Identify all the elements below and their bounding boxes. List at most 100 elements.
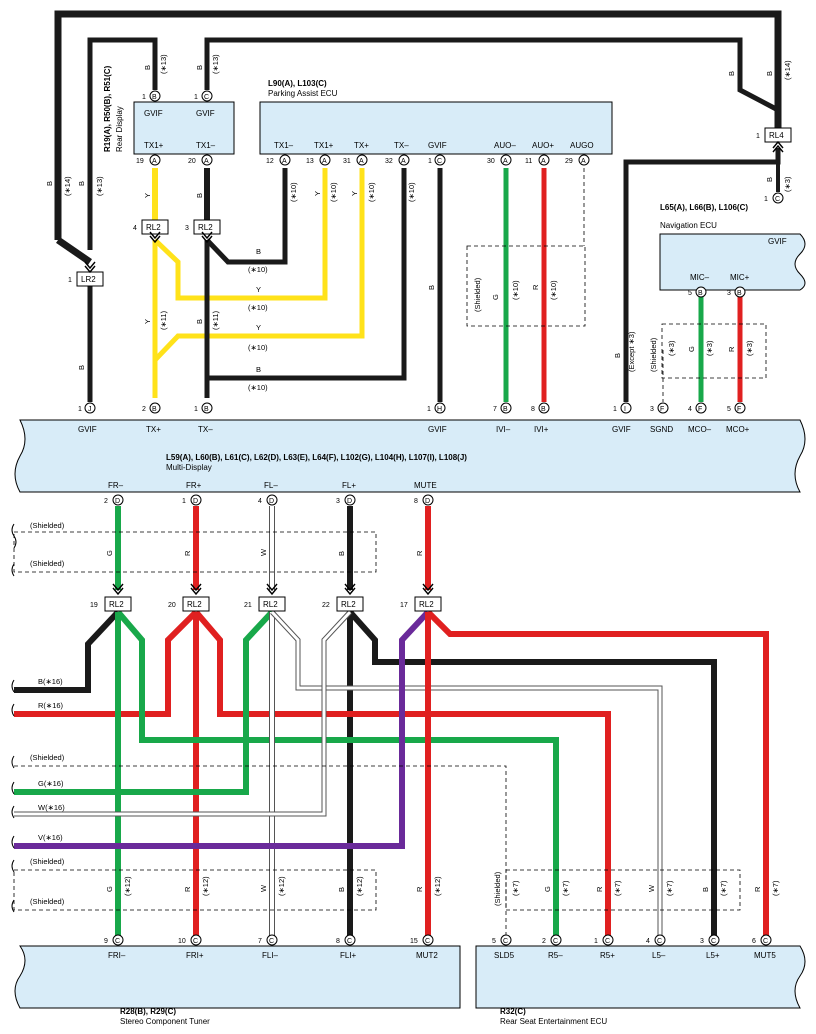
svg-text:19: 19 — [136, 158, 144, 165]
svg-text:B: B — [541, 406, 546, 413]
connector-rl2-4 — [141, 219, 169, 235]
svg-text:H: H — [437, 406, 442, 413]
stereo-tuner-label: Stereo Component Tuner — [120, 1017, 210, 1026]
wire-b-top-c — [204, 37, 780, 113]
svg-text:C: C — [115, 938, 120, 945]
pin-md-sgnd: SGND — [650, 425, 673, 434]
svg-text:R: R — [531, 284, 540, 290]
svg-text:15: 15 — [410, 938, 418, 945]
svg-text:(∗10): (∗10) — [329, 182, 338, 202]
wire-g-19-r5m — [115, 610, 559, 938]
svg-text:V(∗16): V(∗16) — [38, 833, 63, 842]
svg-text:B(∗16): B(∗16) — [38, 677, 63, 686]
connector-rl2-20 — [182, 596, 210, 612]
wires — [14, 10, 782, 938]
pin-st-flim: FLI– — [262, 951, 279, 960]
svg-text:2: 2 — [142, 406, 146, 413]
pin-md-gvif-i: GVIF — [612, 425, 631, 434]
svg-text:(Except ∗3): (Except ∗3) — [627, 331, 636, 372]
svg-text:5: 5 — [492, 938, 496, 945]
svg-text:(∗13): (∗13) — [95, 176, 104, 196]
svg-text:J: J — [88, 406, 92, 413]
svg-text:R(∗16): R(∗16) — [38, 701, 64, 710]
rear-display-name: R19(A), R50(B), R51(C) — [103, 65, 112, 152]
svg-text:1: 1 — [142, 94, 146, 101]
pin-md-txm: TX– — [198, 425, 213, 434]
svg-text:1: 1 — [182, 498, 186, 505]
svg-text:I: I — [624, 406, 626, 413]
svg-text:(∗10): (∗10) — [549, 280, 558, 300]
pin-rd-gvif-b: GVIF — [144, 109, 163, 118]
svg-text:G: G — [491, 294, 500, 300]
svg-text:R: R — [415, 886, 424, 892]
svg-text:RL2: RL2 — [263, 600, 278, 609]
pin-st-flip: FLI+ — [340, 951, 357, 960]
svg-text:(∗3): (∗3) — [705, 340, 714, 356]
connector-rl2-22 — [336, 596, 364, 612]
svg-text:C: C — [425, 938, 430, 945]
navigation-name: L65(A), L66(B), L106(C) — [660, 203, 748, 212]
svg-text:21: 21 — [244, 602, 252, 609]
svg-text:8: 8 — [531, 406, 535, 413]
svg-text:G: G — [687, 346, 696, 352]
wire-r-20-left — [14, 609, 199, 717]
parking-assist-name: L90(A), L103(C) — [268, 79, 327, 88]
pin-md-gvif-j: GVIF — [78, 425, 97, 434]
wire-b-22-l5p — [347, 610, 717, 938]
wire-r-20-r5p — [193, 610, 611, 938]
svg-text:Y: Y — [313, 191, 322, 196]
svg-text:B: B — [195, 319, 204, 324]
svg-text:(Shielded): (Shielded) — [649, 337, 658, 372]
svg-text:(∗11): (∗11) — [159, 310, 168, 330]
pin-st-frim: FRI– — [108, 951, 126, 960]
svg-text:4: 4 — [646, 938, 650, 945]
shield-boxes — [13, 245, 767, 911]
pin-st-mut2: MUT2 — [416, 951, 438, 960]
svg-text:B: B — [152, 94, 157, 101]
svg-text:3: 3 — [727, 290, 731, 297]
svg-text:A: A — [541, 158, 546, 165]
svg-text:Y: Y — [256, 323, 261, 332]
pin-rse-r5p: R5+ — [600, 951, 615, 960]
svg-text:4: 4 — [688, 406, 692, 413]
left-braces — [11, 523, 17, 913]
svg-text:11: 11 — [525, 158, 532, 165]
svg-text:(∗14): (∗14) — [63, 176, 72, 196]
pin-pa-gvif: GVIF — [428, 141, 447, 150]
wire-b-19-left — [14, 609, 121, 693]
svg-text:5: 5 — [688, 290, 692, 297]
svg-text:C: C — [503, 938, 508, 945]
pin-md-ivim: IVI– — [496, 425, 511, 434]
svg-text:31: 31 — [343, 158, 351, 165]
svg-text:RL2: RL2 — [198, 223, 213, 232]
svg-text:B: B — [195, 193, 204, 198]
svg-text:A: A — [503, 158, 508, 165]
svg-text:C: C — [204, 94, 209, 101]
pin-rse-r5m: R5– — [548, 951, 563, 960]
svg-text:8: 8 — [336, 938, 340, 945]
svg-text:RL2: RL2 — [187, 600, 202, 609]
svg-text:(∗10): (∗10) — [248, 343, 268, 352]
svg-text:G: G — [105, 886, 114, 892]
svg-text:7: 7 — [258, 938, 262, 945]
multi-display-label: Multi-Display — [166, 463, 212, 472]
svg-text:C: C — [605, 938, 610, 945]
pin-nav-gvif: GVIF — [768, 237, 787, 246]
wire-labels: B (∗13) B (∗13) B (∗14) B (∗13) B B (∗14… — [30, 54, 792, 906]
pin-st-frip: FRI+ — [186, 951, 204, 960]
rear-display-label: Rear Display — [115, 106, 124, 152]
svg-text:1: 1 — [428, 158, 432, 165]
svg-text:1: 1 — [68, 277, 72, 284]
svg-text:B: B — [256, 365, 261, 374]
pin-rd-tx1m: TX1– — [196, 141, 216, 150]
svg-text:(∗10): (∗10) — [511, 280, 520, 300]
svg-text:(∗11): (∗11) — [211, 310, 220, 330]
svg-text:W: W — [259, 884, 268, 892]
svg-text:3: 3 — [185, 225, 189, 232]
svg-text:(∗12): (∗12) — [355, 876, 364, 896]
svg-text:R: R — [415, 550, 424, 556]
pin-pa-augo: AUGO — [570, 141, 594, 150]
svg-text:7: 7 — [493, 406, 497, 413]
svg-text:Y: Y — [143, 193, 152, 198]
svg-text:20: 20 — [168, 602, 176, 609]
